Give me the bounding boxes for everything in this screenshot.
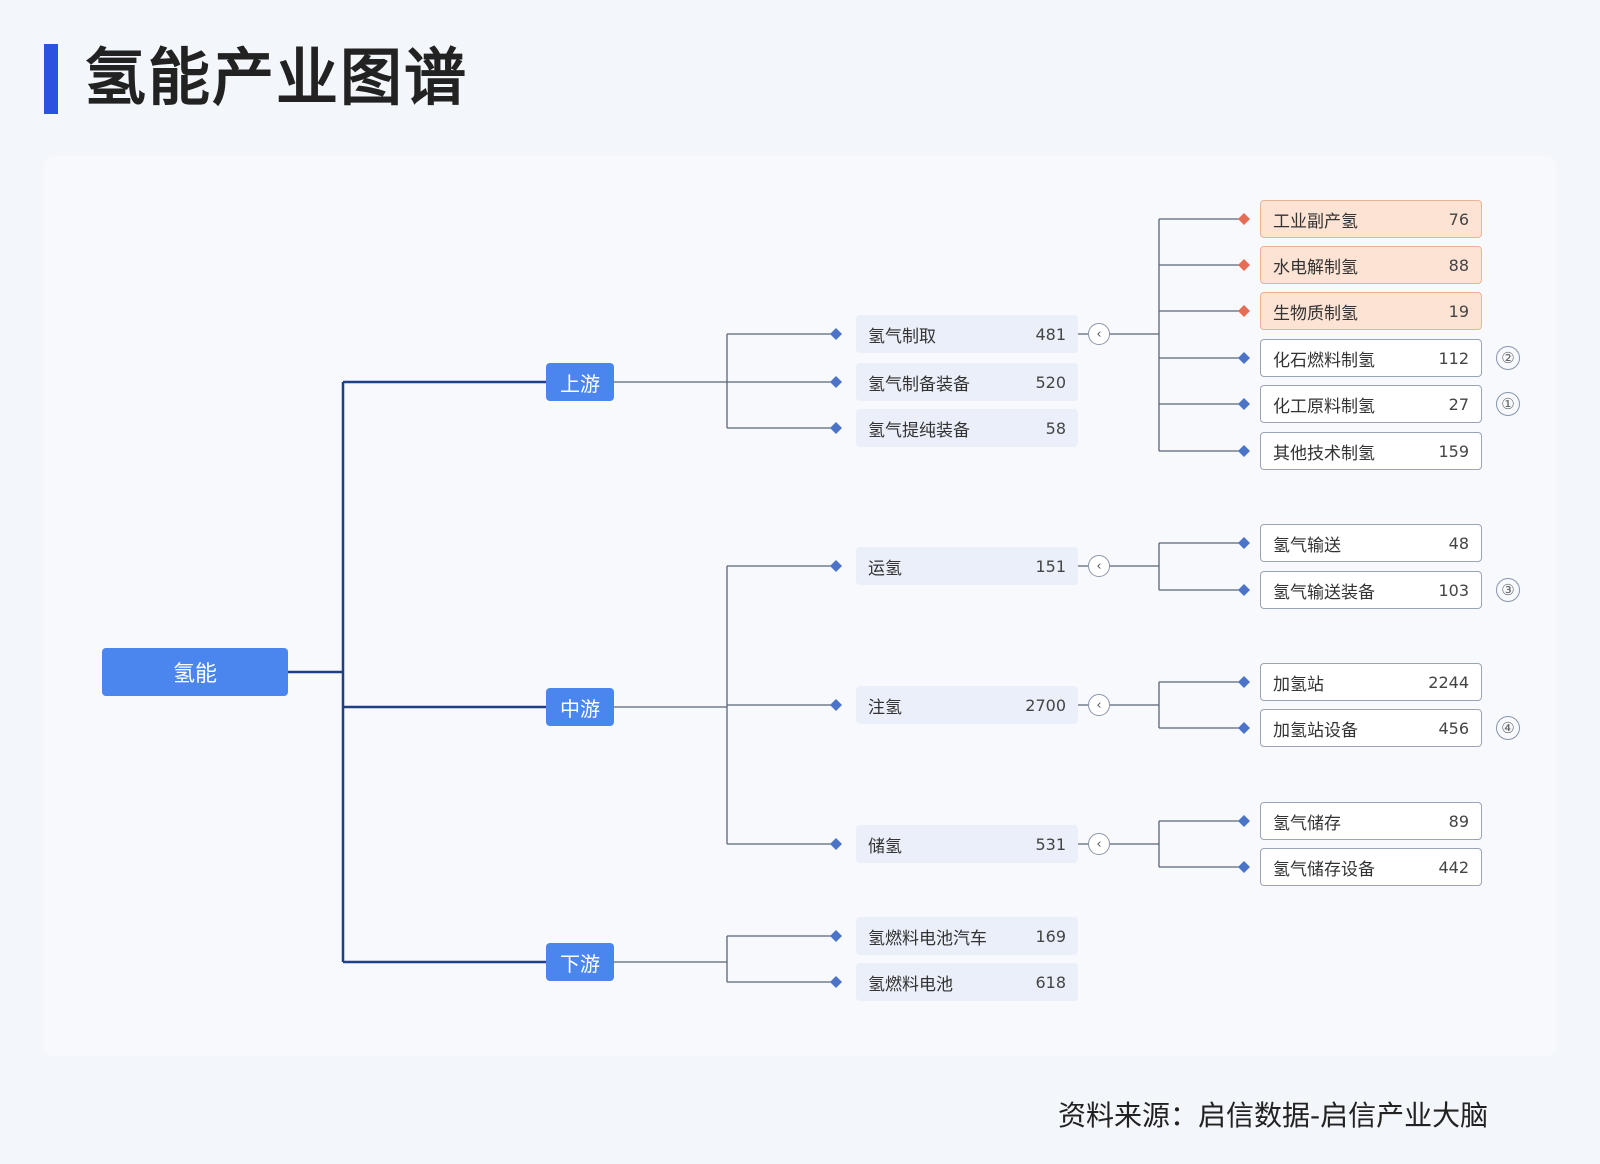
title-accent-bar — [44, 44, 58, 114]
node-station-equipment[interactable]: 加氢站设备 456 — [1260, 709, 1482, 747]
node-hydrogen-refuel[interactable]: 注氢 2700 — [856, 686, 1078, 724]
node-hydrogen-delivery[interactable]: 氢气输送 48 — [1260, 524, 1482, 562]
page-title: 氢能产业图谱 — [84, 41, 469, 114]
node-production-equipment[interactable]: 氢气制备装备 520 — [856, 363, 1078, 401]
node-count: 48 — [1448, 533, 1469, 553]
node-hydrogen-production[interactable]: 氢气制取 481 — [856, 315, 1078, 353]
node-count: 169 — [1035, 926, 1066, 946]
node-count: 2244 — [1428, 672, 1469, 692]
node-count: 481 — [1035, 324, 1066, 344]
node-upstream[interactable]: 上游 — [546, 363, 614, 401]
collapse-toggle-icon[interactable]: ‹ — [1088, 555, 1110, 577]
node-label: 氢气储存 — [1273, 813, 1341, 834]
node-hydrogen-transport[interactable]: 运氢 151 — [856, 547, 1078, 585]
node-label: 加氢站 — [1273, 674, 1324, 695]
node-label: 氢气制备装备 — [868, 374, 970, 395]
node-label: 氢气提纯装备 — [868, 420, 970, 441]
marker-badge: ② — [1496, 346, 1520, 370]
node-label: 水电解制氢 — [1273, 257, 1358, 278]
node-count: 76 — [1448, 209, 1469, 229]
node-label: 氢燃料电池 — [868, 974, 953, 995]
marker-badge: ① — [1496, 392, 1520, 416]
node-fuel-cell[interactable]: 氢燃料电池 618 — [856, 963, 1078, 1001]
marker-badge: ④ — [1496, 716, 1520, 740]
node-count: 88 — [1448, 255, 1469, 275]
node-count: 520 — [1035, 372, 1066, 392]
collapse-toggle-icon[interactable]: ‹ — [1088, 694, 1110, 716]
node-label: 氢气输送装备 — [1273, 582, 1375, 603]
node-count: 618 — [1035, 972, 1066, 992]
node-count: 89 — [1448, 811, 1469, 831]
source-caption: 资料来源：启信数据-启信产业大脑 — [1058, 1099, 1489, 1132]
node-midstream[interactable]: 中游 — [546, 688, 614, 726]
node-biomass[interactable]: 生物质制氢 19 — [1260, 292, 1482, 330]
node-count: 58 — [1045, 418, 1066, 438]
node-count: 151 — [1035, 556, 1066, 576]
node-label: 储氢 — [868, 836, 902, 857]
root-node-hydrogen[interactable]: 氢能 — [102, 648, 288, 696]
node-label: 注氢 — [868, 697, 902, 718]
marker-badge: ③ — [1496, 578, 1520, 602]
node-delivery-equipment[interactable]: 氢气输送装备 103 — [1260, 571, 1482, 609]
node-label: 氢燃料电池汽车 — [868, 928, 987, 949]
node-hydrogen-storage[interactable]: 储氢 531 — [856, 825, 1078, 863]
node-count: 442 — [1438, 857, 1469, 877]
node-fossil-fuel[interactable]: 化石燃料制氢 112 — [1260, 339, 1482, 377]
node-electrolysis[interactable]: 水电解制氢 88 — [1260, 246, 1482, 284]
node-chemical-feedstock[interactable]: 化工原料制氢 27 — [1260, 385, 1482, 423]
node-count: 103 — [1438, 580, 1469, 600]
collapse-toggle-icon[interactable]: ‹ — [1088, 323, 1110, 345]
node-storage-equipment[interactable]: 氢气储存设备 442 — [1260, 848, 1482, 886]
node-fuel-cell-vehicle[interactable]: 氢燃料电池汽车 169 — [856, 917, 1078, 955]
collapse-toggle-icon[interactable]: ‹ — [1088, 833, 1110, 855]
node-label: 氢气制取 — [868, 326, 936, 347]
node-count: 456 — [1438, 718, 1469, 738]
node-count: 112 — [1438, 348, 1469, 368]
node-label: 氢气输送 — [1273, 535, 1341, 556]
node-label: 氢气储存设备 — [1273, 859, 1375, 880]
node-label: 工业副产氢 — [1273, 211, 1358, 232]
node-count: 159 — [1438, 441, 1469, 461]
node-label: 加氢站设备 — [1273, 720, 1358, 741]
node-label: 生物质制氢 — [1273, 303, 1358, 324]
node-label: 其他技术制氢 — [1273, 443, 1375, 464]
node-count: 27 — [1448, 394, 1469, 414]
node-count: 531 — [1035, 834, 1066, 854]
node-purification-equipment[interactable]: 氢气提纯装备 58 — [856, 409, 1078, 447]
node-other-tech[interactable]: 其他技术制氢 159 — [1260, 432, 1482, 470]
node-label: 化石燃料制氢 — [1273, 350, 1375, 371]
node-count: 19 — [1448, 301, 1469, 321]
node-count: 2700 — [1025, 695, 1066, 715]
node-downstream[interactable]: 下游 — [546, 943, 614, 981]
node-label: 运氢 — [868, 558, 902, 579]
node-hydrogen-storing[interactable]: 氢气储存 89 — [1260, 802, 1482, 840]
node-industrial-byproduct[interactable]: 工业副产氢 76 — [1260, 200, 1482, 238]
node-label: 化工原料制氢 — [1273, 396, 1375, 417]
node-refueling-station[interactable]: 加氢站 2244 — [1260, 663, 1482, 701]
